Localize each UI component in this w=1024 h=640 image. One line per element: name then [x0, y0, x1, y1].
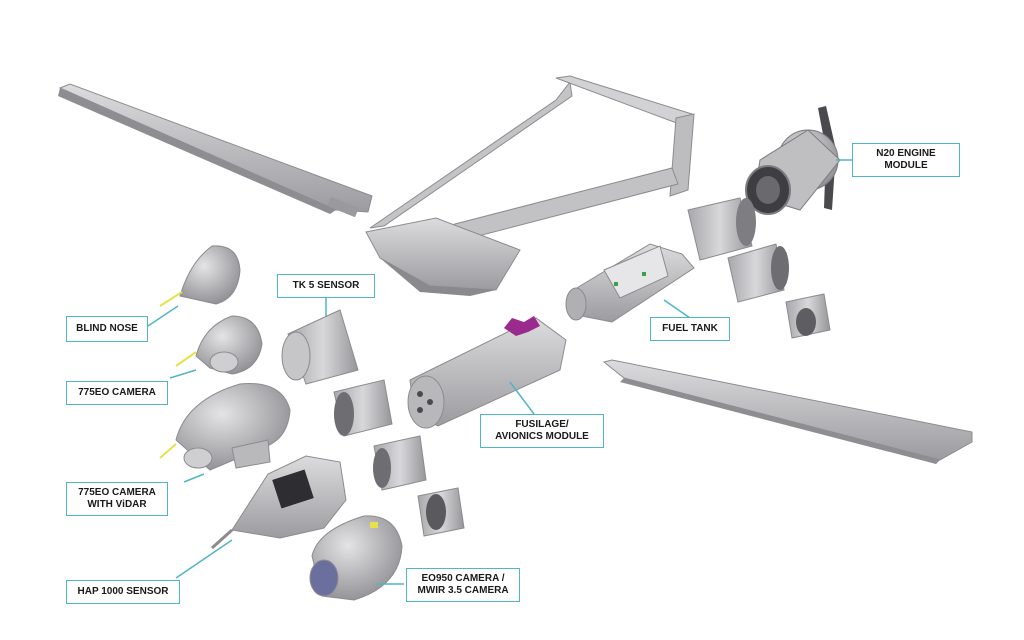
callout-hap1000-sensor: HAP 1000 SENSOR — [66, 580, 180, 604]
callout-775eo-vidar: 775EO CAMERA WITH ViDAR — [66, 482, 168, 516]
ring-1 — [687, 197, 756, 261]
callout-eo950-mwir: EO950 CAMERA / MWIR 3.5 CAMERA — [406, 568, 520, 602]
callout-blind-nose: BLIND NOSE — [66, 316, 148, 342]
eo775-vidar-camera — [159, 383, 291, 471]
ring-3 — [785, 293, 831, 339]
hap1000-sensor — [210, 455, 347, 550]
engine-module — [745, 106, 841, 215]
fuel-tank — [565, 243, 695, 323]
leader-lines — [147, 159, 852, 585]
callout-tk5-sensor: TK 5 SENSOR — [277, 274, 375, 298]
eo950-camera — [309, 515, 403, 601]
ring-2 — [727, 243, 789, 303]
ring-4 — [333, 379, 393, 437]
left-wing — [58, 83, 373, 218]
right-wing — [602, 359, 973, 464]
callout-engine-module: N20 ENGINE MODULE — [852, 143, 960, 177]
fuselage-module — [407, 316, 567, 429]
tk5-sensor — [281, 309, 359, 385]
callout-fuel-tank: FUEL TANK — [650, 317, 730, 341]
ring-6 — [417, 487, 465, 537]
callout-fuselage-avionics: FUSILAGE/ AVIONICS MODULE — [480, 414, 604, 448]
eo775-camera — [175, 315, 263, 375]
callout-775eo-camera: 775EO CAMERA — [66, 381, 168, 405]
tail-frame — [365, 75, 695, 296]
ring-5 — [373, 435, 427, 491]
blind-nose — [159, 245, 241, 307]
